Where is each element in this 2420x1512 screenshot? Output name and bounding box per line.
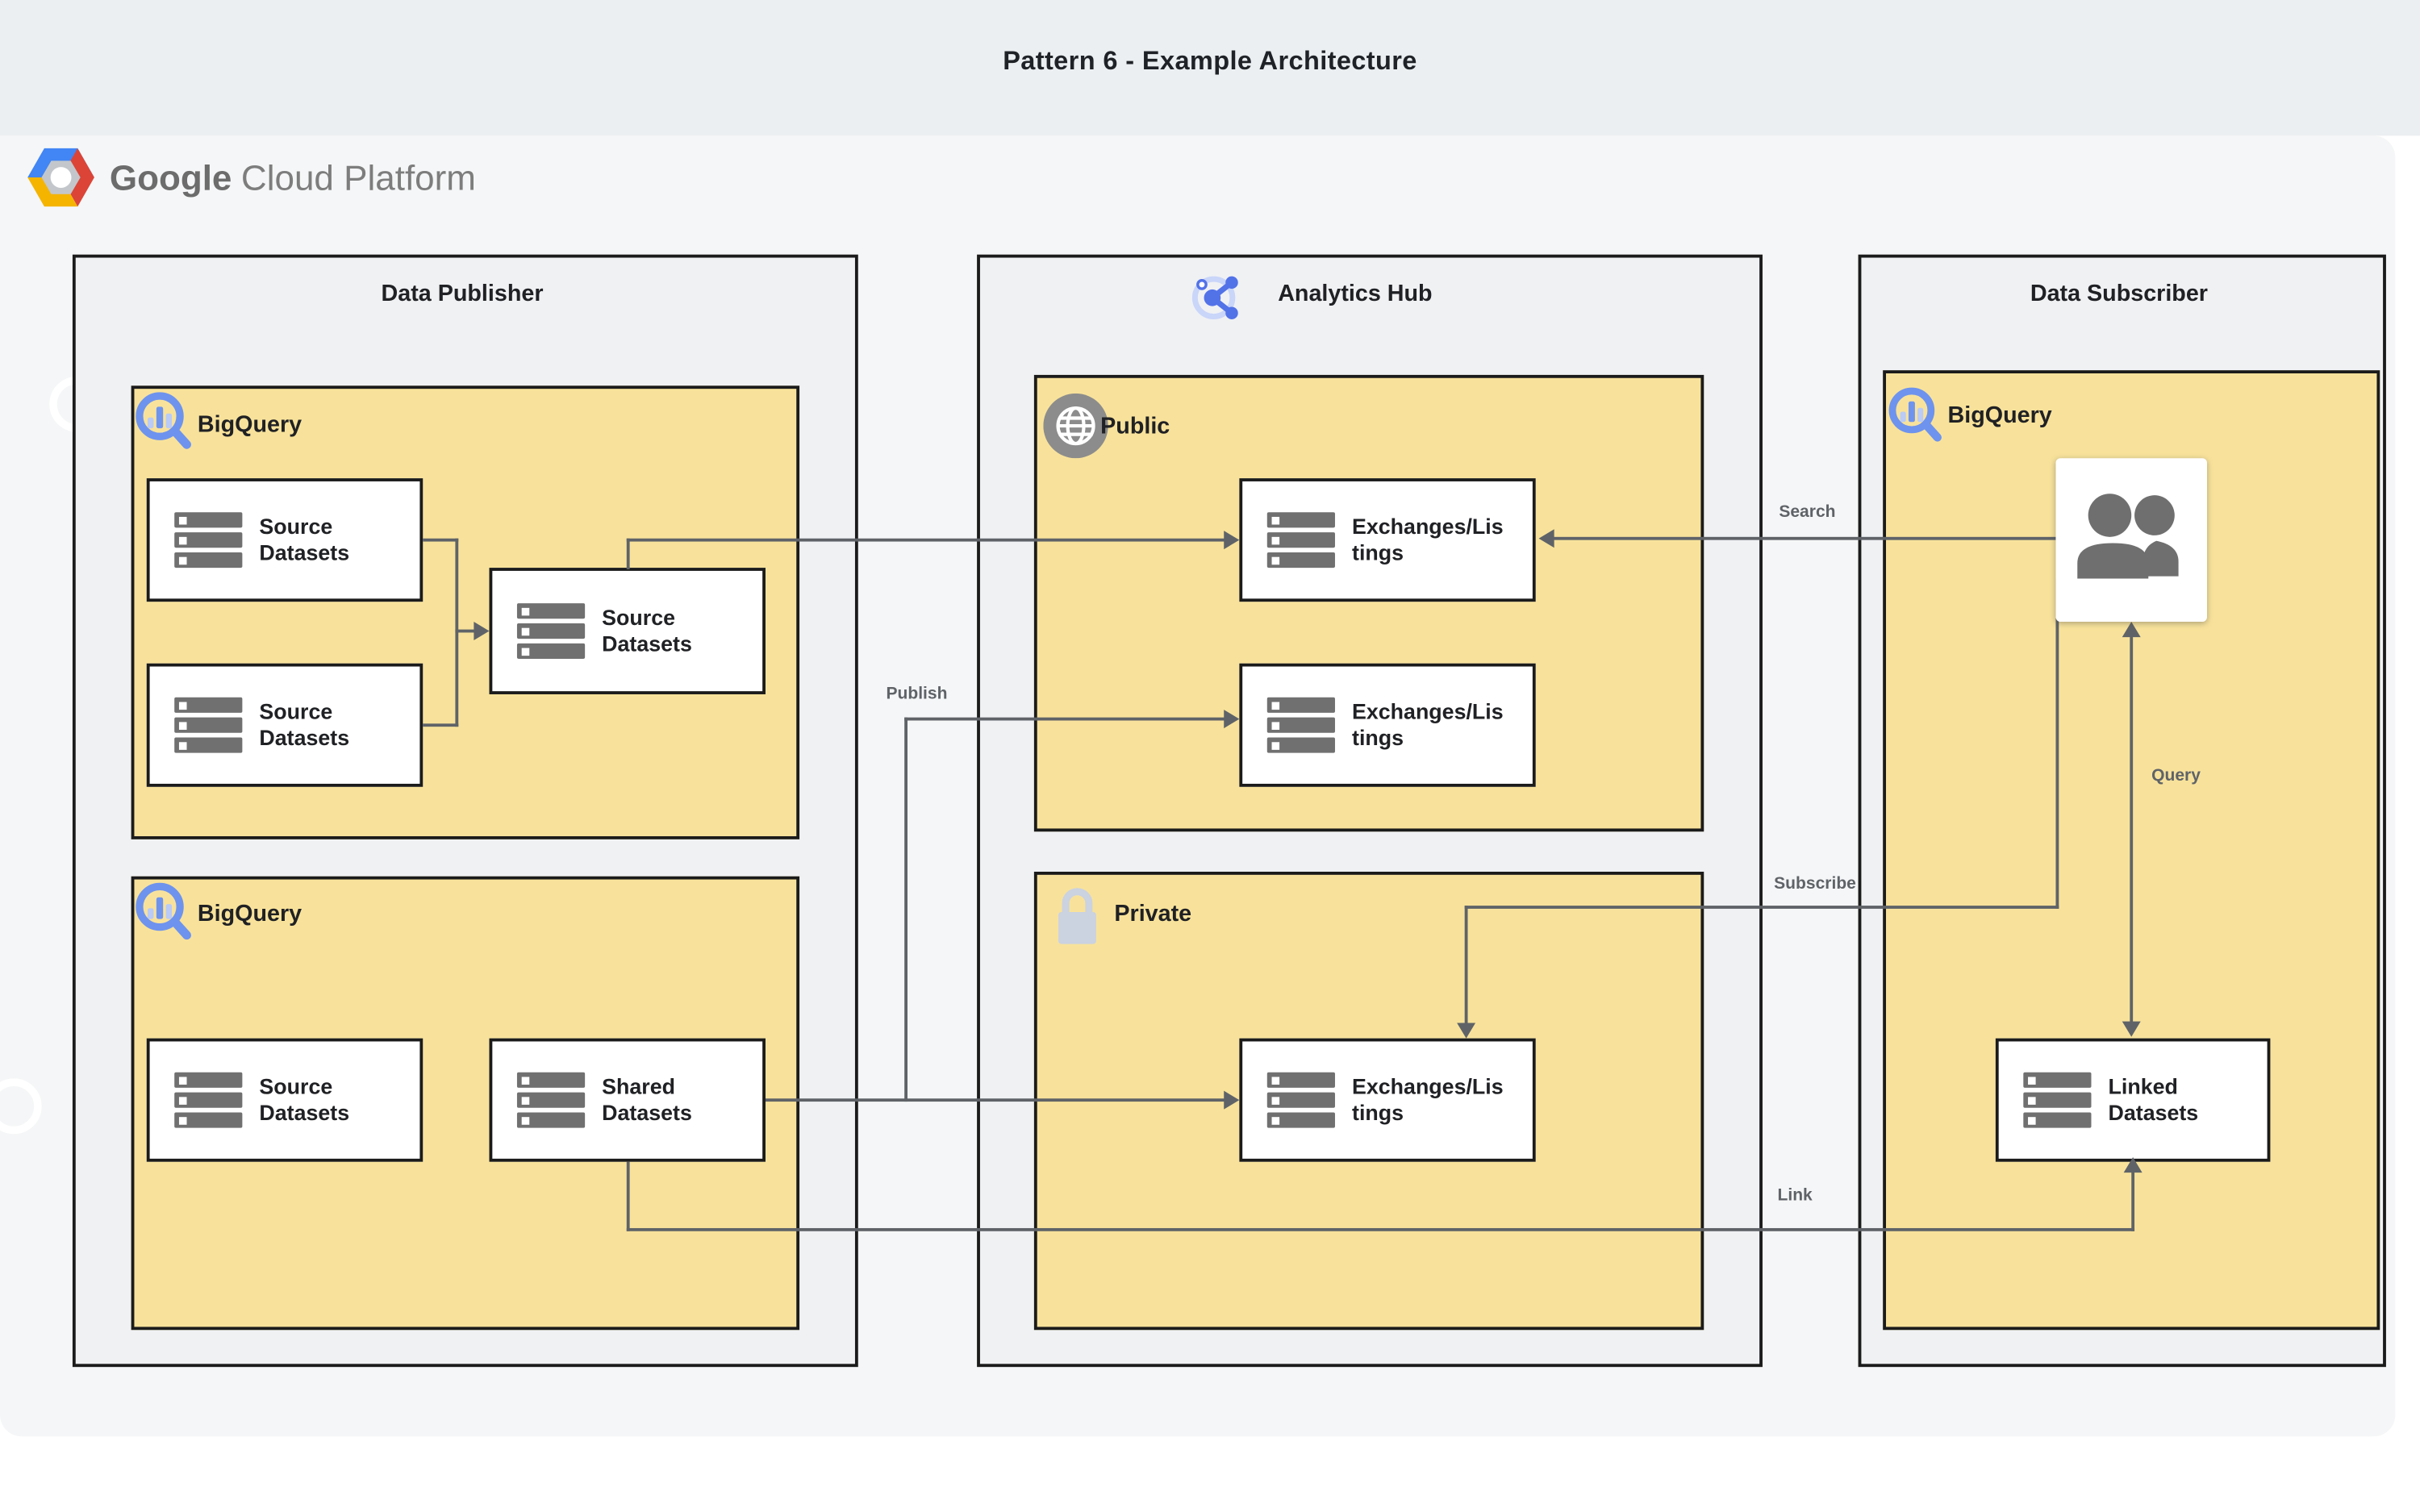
connector-line (455, 629, 476, 633)
logo-text-cloud-platform: Cloud Platform (240, 156, 476, 197)
connector-line (2130, 631, 2134, 1030)
arrowhead-right (474, 622, 490, 641)
linked-datasets-node: Linked Datasets (1995, 1038, 2271, 1162)
connector-line (455, 538, 459, 727)
query-connector-label: Query (2151, 766, 2201, 785)
arrowhead-up (2122, 622, 2141, 638)
publish-connector-label: Publish (886, 685, 948, 704)
node-label: Source Datasets (259, 698, 350, 750)
analytics-hub-icon (1191, 270, 1247, 326)
search-connector-label: Search (1779, 502, 1836, 522)
node-label: Linked Datasets (2108, 1073, 2199, 1125)
title-band (0, 0, 2420, 136)
connector-line (765, 1098, 1226, 1102)
bigquery-label: BigQuery (197, 901, 302, 927)
exchanges-listings-node: Exchanges/Lis tings (1239, 663, 1536, 787)
arrowhead-right (1224, 531, 1240, 550)
connector-line (904, 717, 908, 1102)
arrowhead-down (2122, 1021, 2141, 1037)
node-label: Source Datasets (259, 1073, 350, 1125)
decorative-ring (0, 1078, 42, 1135)
private-label: Private (1114, 901, 1192, 927)
globe-icon (1043, 394, 1108, 458)
source-datasets-node: Source Datasets (146, 663, 424, 787)
bigquery-label: BigQuery (1947, 402, 2052, 429)
connector-line (626, 538, 1226, 542)
connector-line (1464, 906, 1468, 1025)
dataset-icon (174, 512, 243, 569)
analytics-hub-title: Analytics Hub (1278, 281, 1433, 307)
connector-line (423, 538, 459, 542)
subscribe-connector-label: Subscribe (1774, 874, 1856, 893)
connector-line (626, 1161, 630, 1231)
data-publisher-title: Data Publisher (381, 281, 544, 307)
arrowhead-down (1457, 1023, 1476, 1039)
public-label: Public (1100, 413, 1170, 440)
connector-line (1542, 536, 2056, 540)
connector-line (2131, 1169, 2135, 1231)
lock-icon (1053, 882, 1102, 947)
bigquery-icon (133, 880, 198, 951)
node-label: Source Datasets (602, 605, 692, 656)
connector-line (626, 538, 630, 569)
connector-line (1464, 906, 2059, 909)
subscriber-users-card (2055, 458, 2207, 623)
exchanges-listings-node: Exchanges/Lis tings (1239, 1038, 1536, 1162)
shared-datasets-node: Shared Datasets (489, 1038, 766, 1162)
dataset-icon (1266, 512, 1335, 569)
arrowhead-right (1224, 1090, 1240, 1110)
exchanges-listings-node: Exchanges/Lis tings (1239, 478, 1536, 602)
dataset-icon (516, 1072, 586, 1128)
connector-line (904, 717, 1226, 721)
data-subscriber-title: Data Subscriber (2030, 281, 2208, 307)
connector-line (2055, 578, 2059, 909)
dataset-icon (2023, 1072, 2092, 1128)
source-datasets-node: Source Datasets (146, 1038, 424, 1162)
gcp-hexagon-icon (27, 147, 96, 209)
arrowhead-right (1224, 710, 1240, 729)
dataset-icon (174, 1072, 243, 1128)
node-label: Exchanges/Lis tings (1352, 1073, 1504, 1125)
node-label: Exchanges/Lis tings (1352, 698, 1504, 750)
dataset-icon (516, 603, 586, 659)
dataset-icon (1266, 1072, 1335, 1128)
node-label: Exchanges/Lis tings (1352, 514, 1504, 565)
connector-line (626, 1227, 2135, 1231)
source-datasets-node: Source Datasets (146, 478, 424, 602)
page-title: Pattern 6 - Example Architecture (1003, 46, 1417, 76)
people-icon (2055, 458, 2207, 622)
node-label: Shared Datasets (602, 1073, 692, 1125)
node-label: Source Datasets (259, 514, 350, 565)
bigquery-icon (133, 389, 198, 460)
arrowhead-up (2123, 1156, 2143, 1173)
link-connector-label: Link (1777, 1186, 1813, 1206)
bigquery-icon (1886, 384, 1948, 452)
arrowhead-left (1538, 529, 1554, 548)
dataset-icon (1266, 697, 1335, 753)
bigquery-label: BigQuery (197, 411, 302, 439)
dataset-icon (174, 697, 243, 753)
logo-text-google: Google (109, 156, 232, 197)
source-datasets-node: Source Datasets (489, 568, 766, 694)
connector-line (423, 723, 459, 727)
